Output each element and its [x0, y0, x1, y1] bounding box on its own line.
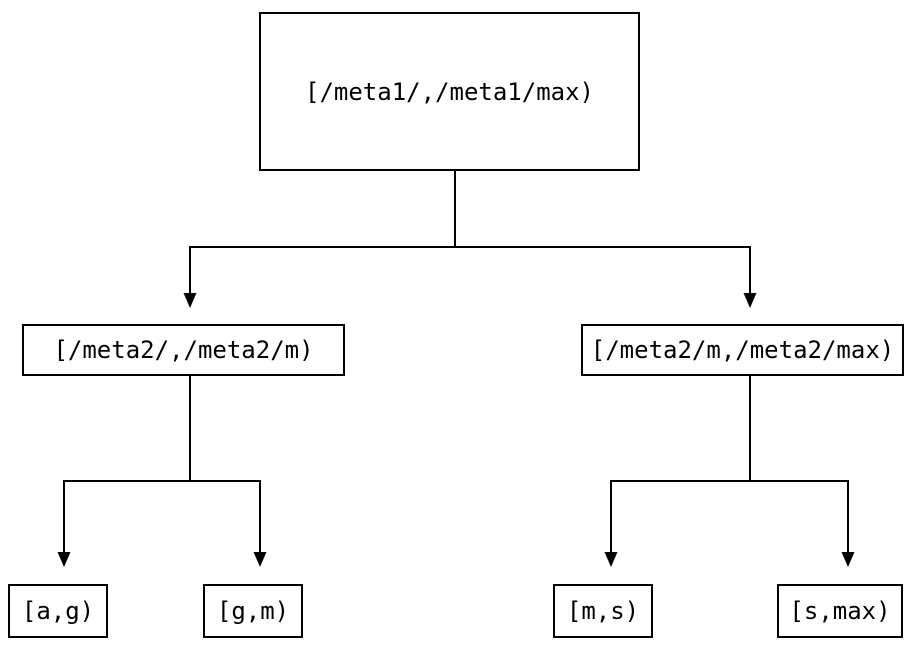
arrowhead-icon — [743, 293, 757, 308]
node-root-label: [/meta1/,/meta1/max) — [305, 77, 594, 106]
arrowhead-icon — [183, 293, 197, 308]
node-leaf-gm-label: [g,m) — [216, 597, 290, 625]
connector-right-children — [604, 376, 855, 567]
node-leaf-smax: [s,max) — [777, 584, 903, 638]
node-left-range: [/meta2/,/meta2/m) — [22, 324, 345, 376]
node-right-range-label: [/meta2/m,/meta2/max) — [590, 336, 895, 364]
connector-root-children — [183, 171, 757, 308]
arrowhead-icon — [253, 552, 267, 567]
connector-left-children — [57, 376, 267, 567]
node-leaf-smax-label: [s,max) — [789, 597, 891, 625]
arrowhead-icon — [841, 552, 855, 567]
node-root: [/meta1/,/meta1/max) — [259, 12, 640, 171]
arrowhead-icon — [57, 552, 71, 567]
node-leaf-ms-label: [m,s) — [566, 597, 640, 625]
node-right-range: [/meta2/m,/meta2/max) — [581, 324, 904, 376]
node-leaf-ms: [m,s) — [553, 584, 653, 638]
node-leaf-gm: [g,m) — [203, 584, 303, 638]
node-leaf-ag-label: [a,g) — [21, 597, 95, 625]
node-left-range-label: [/meta2/,/meta2/m) — [53, 336, 314, 364]
arrowhead-icon — [604, 552, 618, 567]
node-leaf-ag: [a,g) — [8, 584, 108, 638]
